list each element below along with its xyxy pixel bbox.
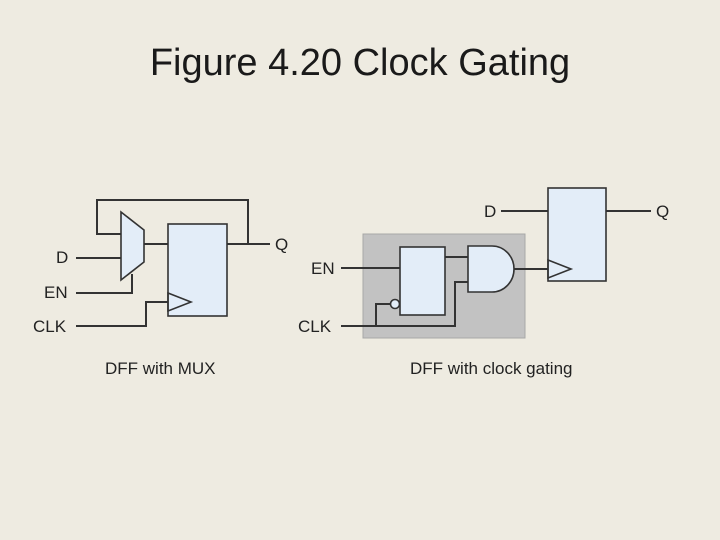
slide-title: Figure 4.20 Clock Gating: [149, 42, 571, 84]
dff-block: [167, 223, 228, 317]
label-clk-right: CLK: [298, 317, 332, 336]
mux-block: [120, 210, 145, 282]
and-gate-icon: [467, 245, 515, 293]
inverter-bubble-icon: [389, 298, 401, 310]
dff-with-clock-gating: D Q EN CLK DFF with clock gating: [298, 187, 669, 378]
label-d: D: [56, 248, 68, 267]
label-q: Q: [275, 235, 288, 254]
dff-with-mux: D EN CLK Q DFF with MUX: [33, 199, 288, 378]
clock-triangle-icon-right: [547, 258, 574, 280]
label-d-right: D: [484, 202, 496, 221]
caption-right: DFF with clock gating: [410, 359, 573, 378]
clock-triangle-icon: [167, 291, 194, 313]
label-en-right: EN: [311, 259, 335, 278]
label-q-right: Q: [656, 202, 669, 221]
caption-left: DFF with MUX: [105, 359, 216, 378]
clk-wire-right: [341, 303, 390, 327]
dff-block-right: [547, 187, 607, 282]
latch-block: [399, 246, 446, 316]
label-clk: CLK: [33, 317, 67, 336]
clk-and-wire: [376, 281, 468, 327]
clk-wire: [76, 301, 168, 327]
en-wire: [76, 274, 133, 294]
label-en: EN: [44, 283, 68, 302]
